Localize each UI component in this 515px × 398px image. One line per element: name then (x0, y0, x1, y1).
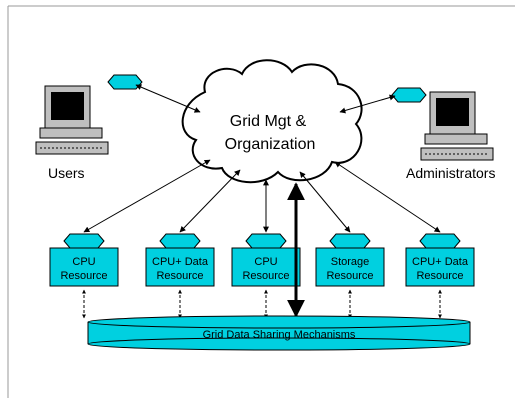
administrators-computer-icon (420, 91, 494, 161)
resource-label-line1: CPU (254, 256, 277, 268)
resource-hex-icon (329, 233, 371, 249)
resource-hex-icon (419, 233, 461, 249)
resource-label-line2: Resource (156, 270, 203, 282)
sharing-label: Grid Data Sharing Mechanisms (203, 329, 356, 341)
user-admin-links (135, 84, 396, 114)
resource-label-line2: Resource (242, 270, 289, 282)
resource-node-3: CPU Resource (231, 233, 301, 319)
cloud-line2: Organization (225, 136, 316, 153)
resource-label-line2: Resource (416, 270, 463, 282)
resource-label-line2: Resource (326, 270, 373, 282)
resource-box (145, 247, 215, 287)
users-connector-node (107, 74, 143, 90)
resource-box (405, 247, 475, 287)
cloud-to-resource-link (299, 171, 351, 233)
resource-label-line2: Resource (60, 270, 107, 282)
resource-label-line1: CPU+ Data (152, 256, 209, 268)
cloud-to-resource-link (179, 169, 241, 233)
resource-label-line1: CPU (72, 256, 95, 268)
grid-data-sharing-mechanisms: Grid Data Sharing Mechanisms (87, 315, 471, 351)
users-label: Users (48, 165, 85, 181)
cloud-to-resource-link (334, 161, 441, 233)
resource-hex-icon (245, 233, 287, 249)
resource-node-1: CPU Resource (49, 233, 119, 319)
resource-label-line1: Storage (331, 256, 370, 268)
resource-label-line1: CPU+ Data (412, 256, 469, 268)
resource-hex-icon (159, 233, 201, 249)
cloud-line1: Grid Mgt & (230, 113, 307, 130)
administrators-label: Administrators (406, 165, 495, 181)
resource-hex-icon (63, 233, 105, 249)
resource-box (315, 247, 385, 287)
slide-border (7, 5, 515, 398)
resource-box (49, 247, 119, 287)
admins-connector-node (391, 87, 427, 103)
grid-mgt-cloud: Grid Mgt & Organization (181, 59, 363, 184)
cloud-resource-links (83, 159, 441, 318)
users-computer-icon (35, 85, 109, 155)
